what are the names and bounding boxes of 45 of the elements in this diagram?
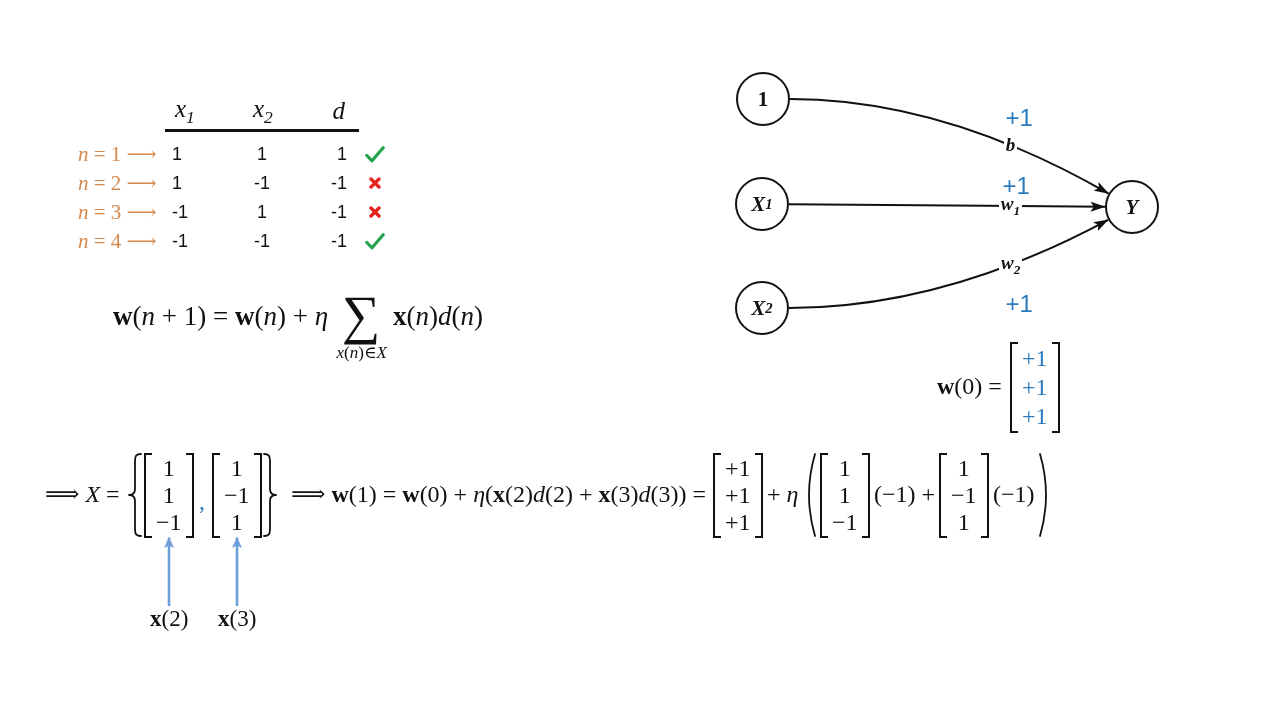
table-value: 1 — [257, 201, 267, 223]
arrow — [789, 98, 1110, 195]
equation-text: x(n)d(n) — [393, 300, 483, 332]
table-value: 1 — [257, 143, 267, 165]
row-label: n = 3 ⟶ — [78, 200, 157, 225]
separator-comma: , — [199, 488, 205, 516]
table-value: -1 — [172, 201, 188, 223]
vector-label: x(3) — [218, 606, 257, 633]
neuron-circle: 1 — [736, 72, 790, 126]
weight-value: +1 — [1005, 290, 1033, 318]
weight-value: +1 — [1005, 104, 1033, 132]
table-value: -1 — [331, 230, 347, 252]
table-value: 1 — [172, 143, 182, 165]
row-label: n = 2 ⟶ — [78, 171, 157, 196]
row-label: n = 1 ⟶ — [78, 142, 157, 167]
pointer-arrow — [232, 537, 242, 606]
equation-text: w(n + 1) = w(n) + η — [113, 300, 329, 332]
column-vector: +1 +1 +1 — [713, 452, 763, 538]
equation-text: (−1) + — [874, 481, 936, 509]
table-value: 1 — [337, 143, 347, 165]
table-value: 1 — [172, 172, 182, 194]
column-header: x$_{2}$ — [253, 95, 273, 128]
equation-text: w(0) = — [937, 373, 1002, 401]
table-value: -1 — [254, 230, 270, 252]
equation-text: + η — [767, 481, 799, 509]
column-header: d — [332, 96, 345, 126]
table-value: -1 — [331, 172, 347, 194]
column-vector: 1 1 −1 — [820, 452, 870, 538]
table-value: -1 — [254, 172, 270, 194]
arrow — [788, 218, 1110, 309]
pointer-arrow — [164, 537, 174, 606]
column-vector: +1 +1 +1 — [1010, 341, 1060, 433]
row-label: n = 4 ⟶ — [78, 229, 157, 254]
equation-text: ⟹ X = — [45, 481, 120, 509]
equation-text: (−1) — [993, 481, 1035, 509]
vector-label: x(2) — [150, 606, 189, 633]
arrow — [788, 201, 1106, 212]
column-vector: 1 1 −1 — [144, 452, 194, 538]
column-vector: 1 −1 1 — [212, 452, 262, 538]
column-vector: 1 −1 1 — [939, 452, 989, 538]
neuron-circle: Y — [1105, 180, 1159, 234]
column-header: x$_{1}$ — [175, 95, 195, 128]
table-value: -1 — [172, 230, 188, 252]
equation-text: ⟹ w(1) = w(0) + η(x(2)d(2) + x(3)d(3)) = — [291, 481, 707, 509]
table-value: -1 — [331, 201, 347, 223]
